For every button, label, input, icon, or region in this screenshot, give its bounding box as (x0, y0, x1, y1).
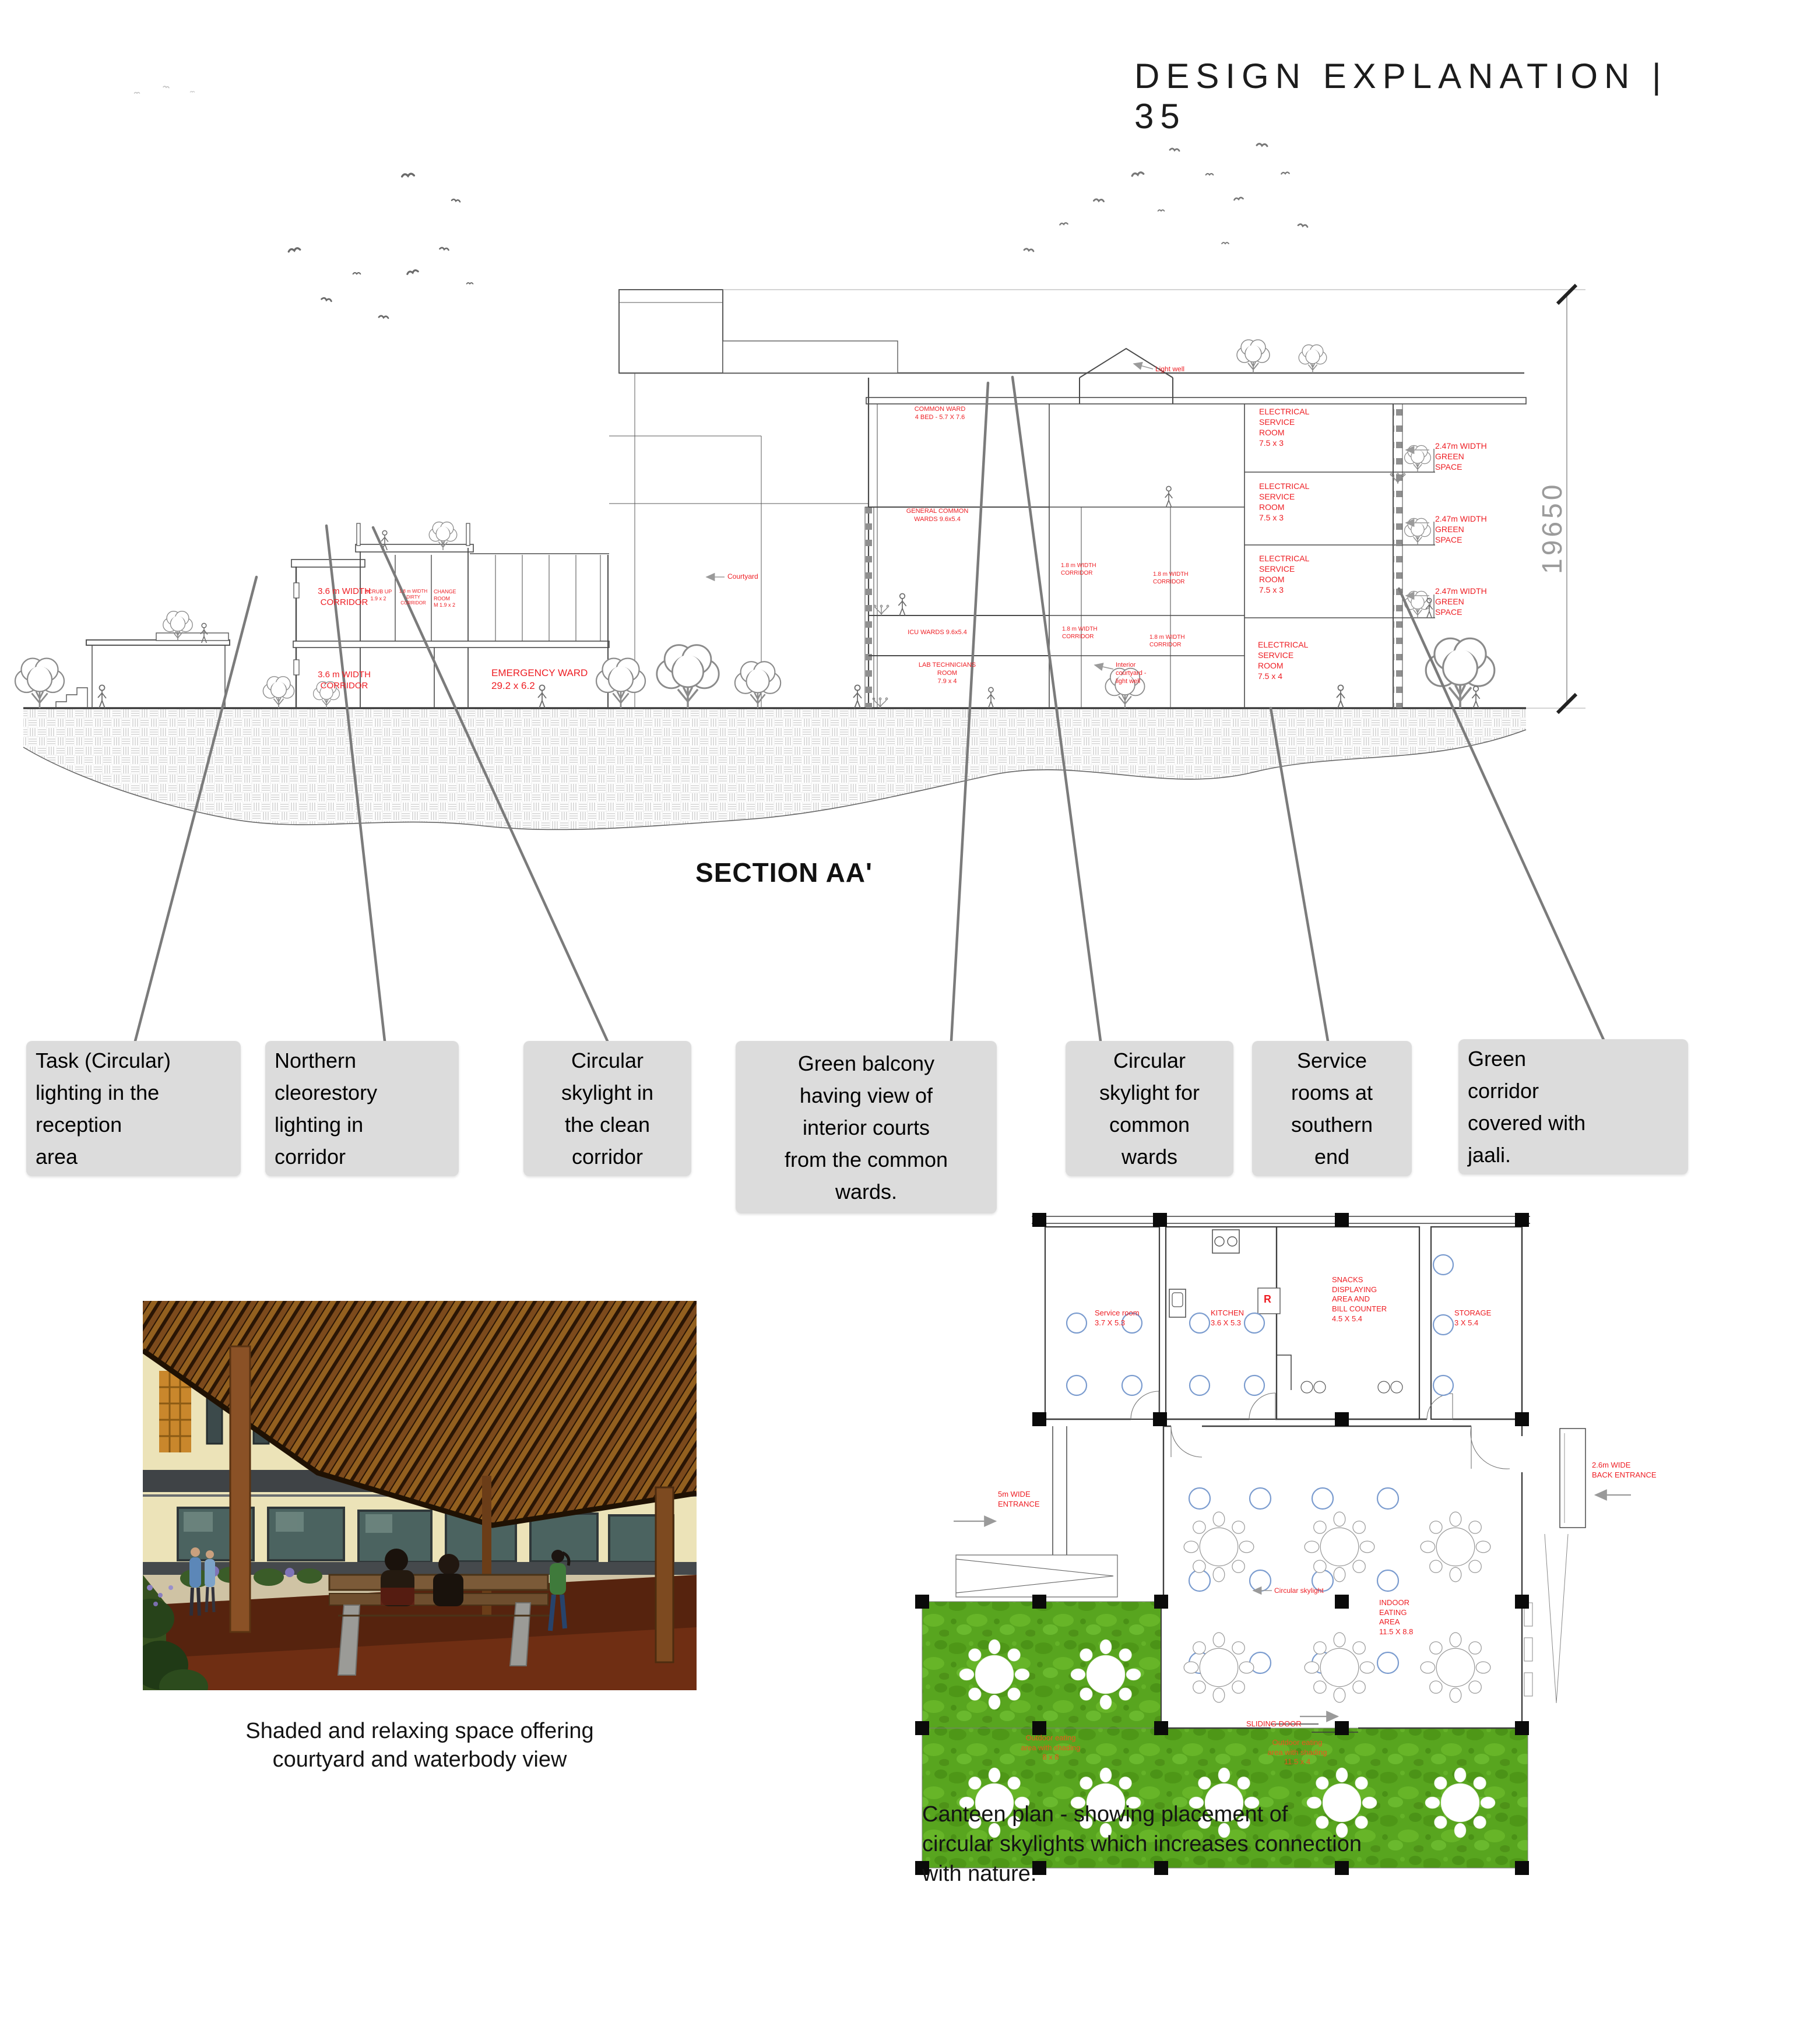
plan-label-r: R (1264, 1293, 1271, 1305)
plan-label-outdoor-8x8: Outdoor eating area with shading 8 x 8 (1021, 1733, 1081, 1762)
label-common-ward: COMMON WARD 4 BED - 5.7 X 7.6 (914, 406, 966, 421)
label-light-well: Light well (1155, 365, 1185, 373)
label-corridor-lower: 3.6 m WIDTH CORRIDOR (318, 670, 371, 691)
label-green-space-2: 2.47m WIDTH GREEN SPACE (1435, 514, 1487, 544)
label-courtyard: Courtyard (727, 572, 758, 581)
label-esr-3: ELECTRICAL SERVICE ROOM 7.5 x 3 (1259, 554, 1310, 594)
photo-caption: Shaded and relaxing space offering court… (245, 1719, 594, 1772)
ground-hatch (23, 708, 1526, 830)
walking-woman (548, 1550, 571, 1631)
seated-people (381, 1549, 463, 1606)
label-scrub-up: SCRUB UP 1.9 x 2 (364, 589, 392, 601)
courtyard-render-photo (143, 1301, 697, 1690)
section-drawing (14, 85, 1606, 1043)
callout-green-balcony: Green balcony having view of interior co… (736, 1041, 997, 1213)
label-lab-technicians: LAB TECHNICIANS ROOM 7.9 x 4 (918, 662, 976, 685)
label-corridor-18-a: 1.8 m WIDTH CORRIDOR (1061, 562, 1096, 576)
background-elevation (609, 289, 1524, 708)
plan-label-snacks: SNACKS DISPLAYING AREA AND BILL COUNTER … (1332, 1275, 1387, 1323)
callout-clean-corridor: Circular skylight in the clean corridor (523, 1041, 691, 1176)
label-green-space-3: 2.47m WIDTH GREEN SPACE (1435, 586, 1487, 617)
label-esr-2: ELECTRICAL SERVICE ROOM 7.5 x 3 (1259, 481, 1310, 522)
pergola-roof (143, 1301, 697, 1525)
callout-clerestory: Northern cleorestory lighting in corrido… (265, 1041, 459, 1176)
outdoor-eating-area-left (922, 1601, 1162, 1729)
label-icu-wards: ICU WARDS 9.6x5.4 (908, 629, 967, 636)
pergola-post-left (229, 1345, 251, 1633)
label-corridor-18-c: 1.8 m WIDTH CORRIDOR (1062, 626, 1098, 640)
plan-label-circular-skylight: Circular skylight (1274, 1586, 1324, 1595)
plan-columns (915, 1213, 1529, 1875)
label-general-common-wards: GENERAL COMMON WARDS 9.6x5.4 (906, 508, 969, 523)
label-change-room: CHANGE ROOM M 1.9 x 2 (434, 589, 456, 608)
label-interior-courtyard: Interior courtyard - light well (1116, 662, 1147, 685)
plan-label-storage: STORAGE 3 X 5.4 (1454, 1308, 1492, 1327)
plan-arrows (954, 1489, 1631, 1722)
pergola-post-right (655, 1486, 674, 1663)
section-title: SECTION AA' (695, 857, 873, 888)
dimension-19650: 19650 (1537, 481, 1568, 574)
canteen-caption: Canteen plan - showing placement of circ… (922, 1802, 1362, 1886)
plan-label-outdoor-115x4: Outdoor eating area with shading 11.5 x … (1267, 1738, 1327, 1767)
callout-service-rooms: Service rooms at southern end (1252, 1041, 1412, 1176)
plan-label-sliding-door: SLIDING DOOR (1246, 1719, 1302, 1728)
callout-task-lighting: Task (Circular) lighting in the receptio… (26, 1041, 241, 1176)
page-title: DESIGN EXPLANATION | 35 (1134, 57, 1668, 136)
label-green-space-1: 2.47m WIDTH GREEN SPACE (1435, 441, 1487, 472)
plan-label-indoor-eating: INDOOR EATING AREA 11.5 X 8.8 (1379, 1598, 1414, 1636)
entry-steps (55, 687, 88, 708)
kitchen-appliances (1169, 1229, 1403, 1394)
canteen-plan (915, 1213, 1631, 1875)
label-corridor-18-b: 1.8 m WIDTH CORRIDOR (1153, 571, 1189, 585)
birds-icon (133, 85, 1309, 319)
label-corridor-upper: 3.6 m WIDTH CORRIDOR (318, 586, 371, 608)
label-emergency-ward: EMERGENCY WARD 29.2 x 6.2 (491, 667, 588, 691)
label-corridor-18-d: 1.8 m WIDTH CORRIDOR (1149, 634, 1185, 648)
label-dirty-corridor: 1.8 m WIDTH DIRTY CORRIDOR (399, 589, 428, 606)
foreground-garden (143, 1585, 208, 1690)
callout-skylight-wards: Circular skylight for common wards (1066, 1041, 1233, 1176)
label-esr-1: ELECTRICAL SERVICE ROOM 7.5 x 3 (1259, 407, 1310, 448)
reception-canopy (86, 632, 230, 708)
plan-label-service-room: Service room 3.7 X 5.3 (1095, 1308, 1140, 1327)
standing-people (189, 1547, 216, 1616)
plan-label-back-entrance: 2.6m WIDE BACK ENTRANCE (1592, 1461, 1657, 1479)
plan-label-kitchen: KITCHEN 3.6 X 5.3 (1211, 1308, 1244, 1327)
jaali-panel (159, 1371, 191, 1452)
height-dimension (723, 283, 1585, 715)
annotation-arrows (705, 361, 1429, 671)
callout-green-corridor: Green corridor covered with jaali. (1458, 1039, 1688, 1174)
plan-label-entrance-5m: 5m WIDE ENTRANCE (998, 1490, 1040, 1508)
label-esr-4: ELECTRICAL SERVICE ROOM 7.5 x 4 (1258, 640, 1309, 681)
courtyard-render-art (143, 1301, 697, 1690)
callout-leader-lines (133, 375, 1606, 1043)
